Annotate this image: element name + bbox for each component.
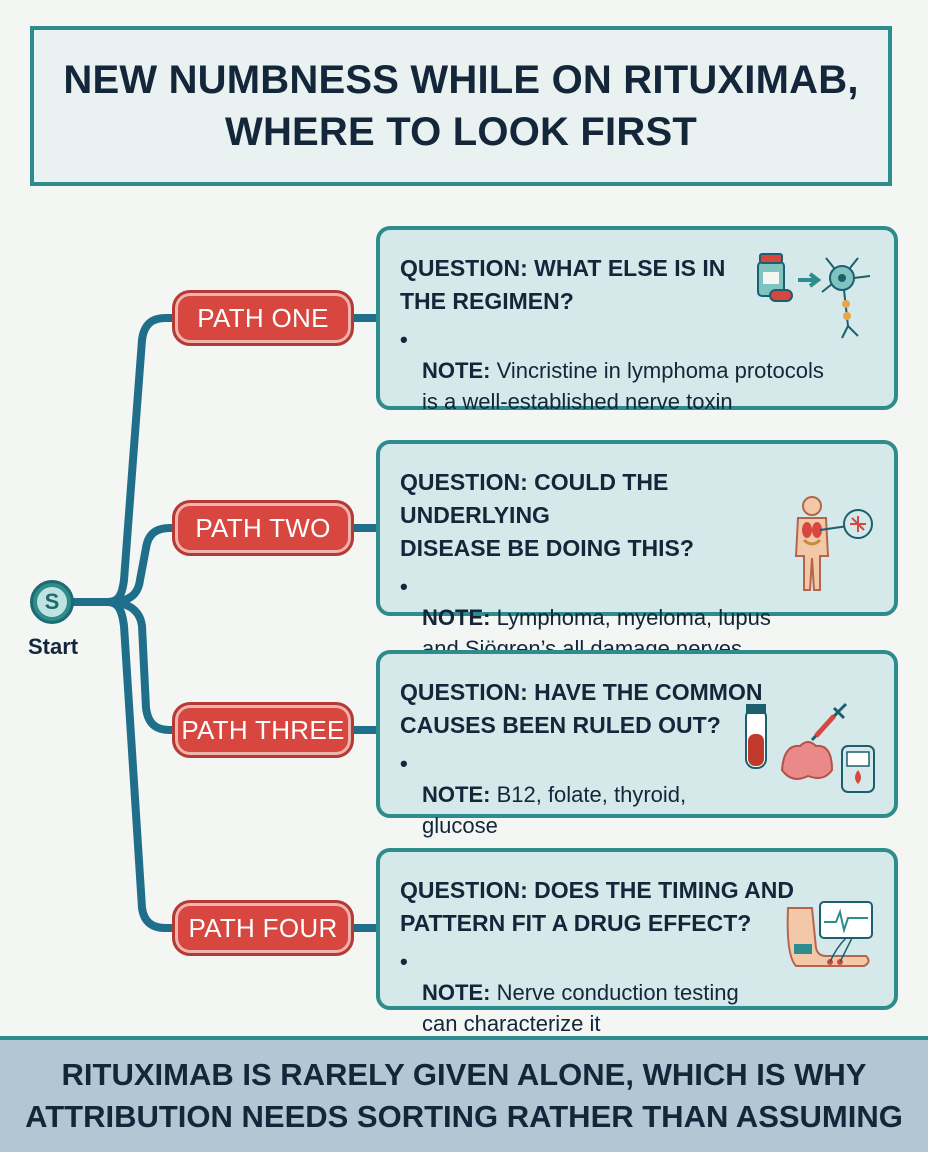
path-four-note-text: Nerve conduction testing can characteriz… — [422, 980, 739, 1036]
path-four-card: QUESTION: DOES THE TIMING AND PATTERN FI… — [376, 848, 898, 1036]
path-two-question: QUESTION: COULD THE UNDERLYING DISEASE B… — [400, 469, 694, 561]
path-three-note-text: B12, folate, thyroid, glucose — [422, 782, 687, 838]
start-label: Start — [28, 634, 79, 659]
bullet-icon: • — [400, 949, 408, 974]
bullet-icon: • — [400, 327, 408, 352]
nerve-conduction-icon — [786, 896, 878, 987]
path-two-button[interactable]: PATH TWO — [172, 500, 354, 556]
path-one-note: • NOTE: Vincristine in lymphoma protocols… — [400, 324, 876, 417]
footer-banner: RITUXIMAB IS RARELY GIVEN ALONE, WHICH I… — [0, 1036, 928, 1152]
note-label: NOTE: — [422, 782, 491, 807]
path-three-card: QUESTION: HAVE THE COMMON CAUSES BEEN RU… — [376, 650, 898, 838]
path-four-question: QUESTION: DOES THE TIMING AND PATTERN FI… — [400, 877, 794, 936]
start-glyph: S — [37, 587, 67, 617]
path-one-note-text: Vincristine in lymphoma protocols is a w… — [422, 358, 824, 414]
path-one-card: QUESTION: WHAT ELSE IS IN THE REGIMEN? •… — [376, 226, 898, 414]
path-four-note: • NOTE: Nerve conduction testing can char… — [400, 946, 876, 1039]
footer-text: RITUXIMAB IS RARELY GIVEN ALONE, WHICH I… — [25, 1057, 903, 1134]
path-one-button[interactable]: PATH ONE — [172, 290, 354, 346]
path-three-note: • NOTE: B12, folate, thyroid, glucose — [400, 748, 876, 841]
note-label: NOTE: — [422, 358, 491, 383]
body-organs-icon — [788, 494, 878, 599]
lab-tests-icon — [742, 700, 878, 801]
note-label: NOTE: — [422, 980, 491, 1005]
path-three-question: QUESTION: HAVE THE COMMON CAUSES BEEN RU… — [400, 679, 763, 738]
path-one-question: QUESTION: WHAT ELSE IS IN THE REGIMEN? — [400, 255, 726, 314]
pill-to-nerve-icon — [754, 250, 878, 351]
bullet-icon: • — [400, 574, 408, 599]
path-two-card: QUESTION: COULD THE UNDERLYING DISEASE B… — [376, 440, 898, 661]
title-banner: NEW NUMBNESS WHILE ON RITUXIMAB, WHERE T… — [30, 26, 892, 186]
page-title: NEW NUMBNESS WHILE ON RITUXIMAB, WHERE T… — [63, 58, 859, 154]
note-label: NOTE: — [422, 605, 491, 630]
path-four-button[interactable]: PATH FOUR — [172, 900, 354, 956]
path-three-button[interactable]: PATH THREE — [172, 702, 354, 758]
start-node[interactable]: S — [30, 580, 74, 624]
bullet-icon: • — [400, 751, 408, 776]
